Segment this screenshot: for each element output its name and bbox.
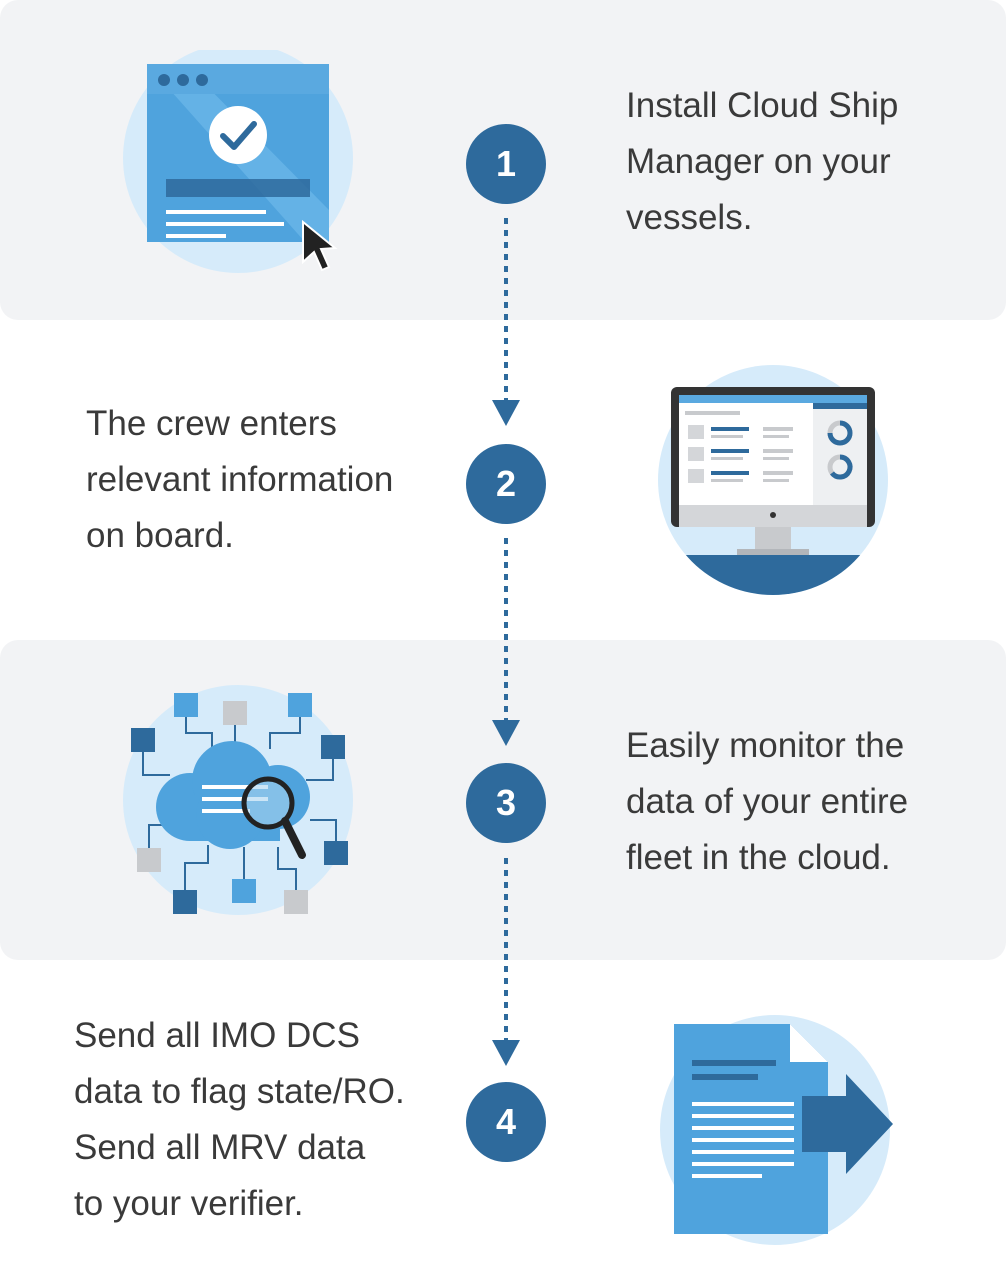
cloud-search-icon: [123, 685, 353, 915]
arrowhead-4: [492, 1040, 520, 1066]
step-number-1: 1: [466, 124, 546, 204]
step-4-text: Send all IMO DCS data to flag state/RO. …: [74, 1016, 405, 1223]
step-2-text: The crew enters relevant information on …: [86, 404, 394, 555]
browser-check-icon: [123, 50, 353, 273]
arrowhead-2: [492, 400, 520, 426]
step-1-text: Install Cloud Ship Manager on your vesse…: [626, 86, 899, 237]
arrowhead-3: [492, 720, 520, 746]
step-3-text: Easily monitor the data of your entire f…: [626, 726, 909, 877]
step-number-4: 4: [466, 1082, 546, 1162]
step-number-3: 3: [466, 763, 546, 843]
step-number-2: 2: [466, 444, 546, 524]
document-send-icon: [660, 1015, 893, 1245]
monitor-icon: [658, 365, 888, 595]
